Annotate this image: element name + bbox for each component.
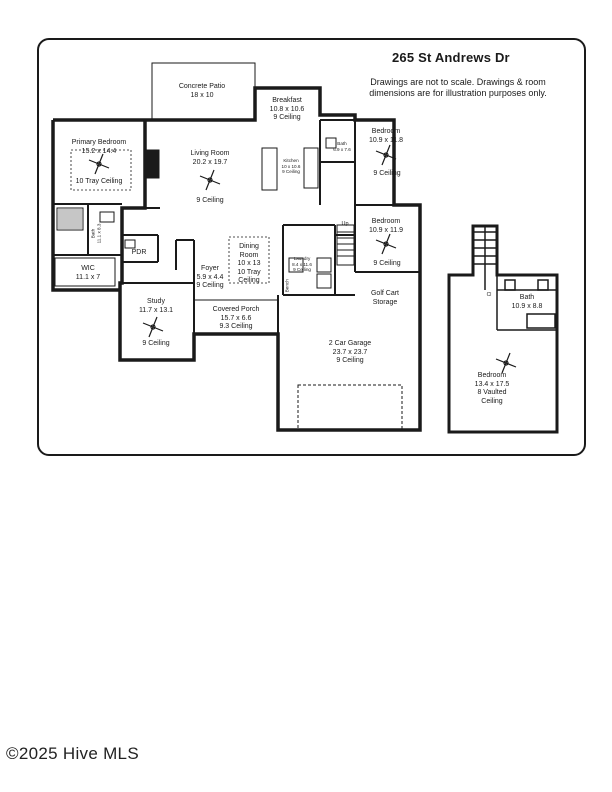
disclaimer-note: Drawings are not to scale. Drawings & ro… xyxy=(369,77,547,98)
primary-wing-outline xyxy=(51,120,120,292)
ceiling-fan-icon xyxy=(199,169,221,191)
ceiling-fan-icon xyxy=(375,144,397,166)
ceiling-fan-icon xyxy=(88,153,110,175)
floor-plan-frame xyxy=(37,38,586,456)
upper-floor-outline xyxy=(447,224,559,434)
bench-label: Bench xyxy=(284,279,290,293)
upper-closet-label: Cl xyxy=(486,292,492,298)
ceiling-fan-icon xyxy=(375,233,397,255)
concrete-patio xyxy=(151,62,256,121)
ceiling-fan-icon xyxy=(495,352,517,374)
room-bedroom-1-ceiling: 9 Ceiling xyxy=(373,170,401,177)
room-pdr: PDR xyxy=(131,249,147,256)
room-study-ceiling: 9 Ceiling xyxy=(142,340,170,347)
room-bedroom-2-ceiling: 9 Ceiling xyxy=(373,260,401,267)
ceiling-fan-icon xyxy=(142,316,164,338)
copyright-watermark: ©2025 Hive MLS xyxy=(6,744,139,763)
room-living-ceiling: 9 Ceiling xyxy=(196,197,224,204)
stairs-up-label: Up xyxy=(341,221,349,227)
room-primary-ceiling: 10 Tray Ceiling xyxy=(75,178,123,185)
address-title: 265 St Andrews Dr xyxy=(392,50,510,65)
